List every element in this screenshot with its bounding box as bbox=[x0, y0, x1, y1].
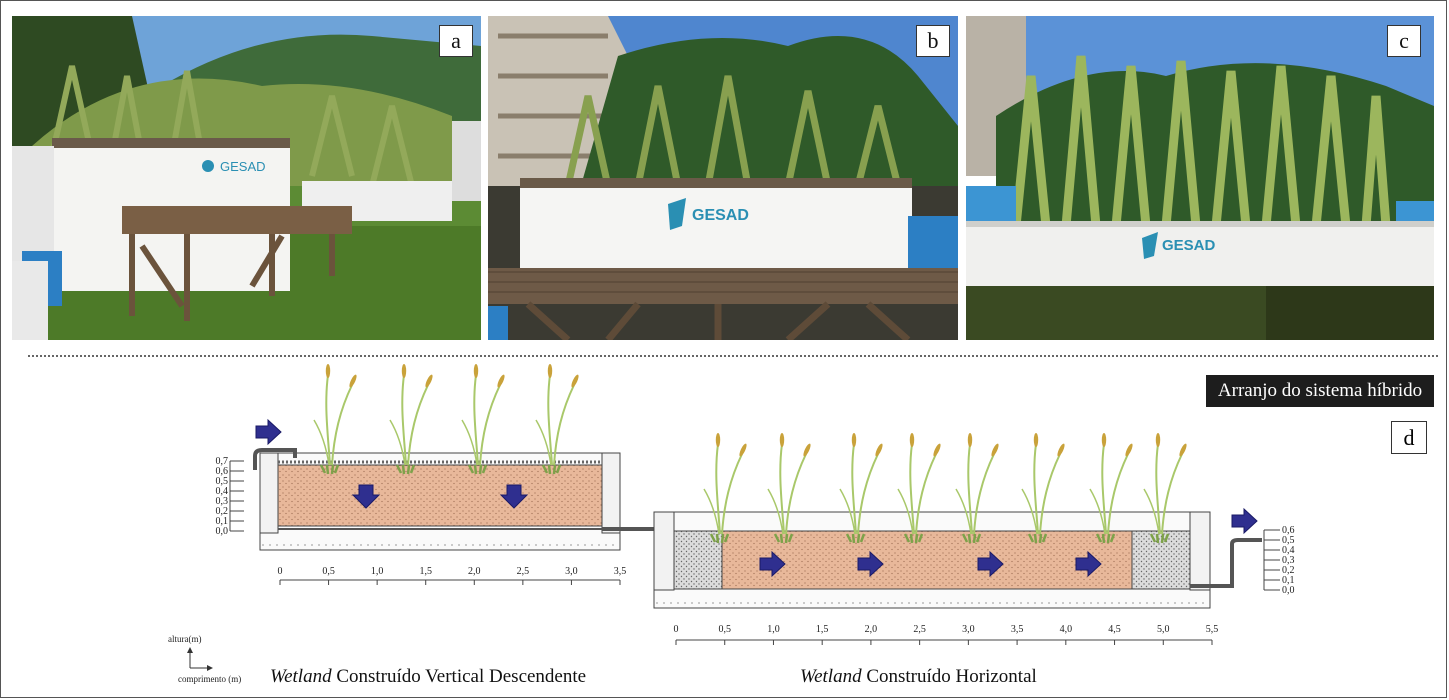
caption-vertical-rest: Construído Vertical Descendente bbox=[331, 666, 587, 687]
length-tick-label: 0,5 bbox=[718, 624, 731, 635]
length-tick-label: 0 bbox=[674, 624, 679, 635]
height-tick-label: 0,3 bbox=[216, 496, 229, 507]
axes-x-label: comprimento (m) bbox=[178, 674, 242, 684]
horizontal-wetland bbox=[653, 431, 1262, 609]
caption-vertical-italic: Wetland bbox=[270, 666, 332, 687]
logo-text-c: GESAD bbox=[1162, 237, 1216, 254]
length-tick-label: 0,5 bbox=[322, 566, 335, 577]
length-tick-label: 1,0 bbox=[767, 624, 780, 635]
vertical-length-scale: 0 0,5 1,0 1,5 2,0 2,5 3,0 3,5 bbox=[278, 566, 627, 585]
height-tick-label: 0,1 bbox=[216, 516, 229, 527]
height-tick-label: 0,6 bbox=[1282, 525, 1295, 536]
height-tick-label: 0,5 bbox=[216, 476, 229, 487]
horizontal-height-scale: 0,60,50,40,30,20,10,0 bbox=[1263, 525, 1295, 596]
height-tick-label: 0,4 bbox=[1282, 545, 1295, 556]
vertical-height-scale: 0,70,60,50,40,30,20,10,0 bbox=[216, 456, 244, 537]
arrangement-label: Arranjo do sistema híbrido bbox=[1206, 375, 1434, 407]
length-tick-label: 1,0 bbox=[371, 566, 384, 577]
height-tick-label: 0,4 bbox=[216, 486, 229, 497]
length-tick-label: 1,5 bbox=[816, 624, 829, 635]
length-tick-label: 3,5 bbox=[614, 566, 627, 577]
caption-horizontal-rest: Construído Horizontal bbox=[861, 666, 1037, 687]
height-tick-label: 0,0 bbox=[216, 526, 229, 537]
panel-letter-b: b bbox=[916, 25, 950, 57]
height-tick-label: 0,1 bbox=[1282, 575, 1295, 586]
vertical-wetland bbox=[253, 362, 662, 551]
length-tick-label: 2,5 bbox=[517, 566, 530, 577]
horizontal-length-scale: 0 0,5 1,0 1,5 2,0 2,5 3,0 3,5 4,0 4,5 5,0 5,5 bbox=[674, 624, 1219, 645]
height-tick-label: 0,2 bbox=[1282, 565, 1295, 576]
length-tick-label: 4,5 bbox=[1108, 624, 1121, 635]
caption-vertical: Wetland Construído Vertical Descendente bbox=[270, 666, 586, 688]
height-tick-label: 0,3 bbox=[1282, 555, 1295, 566]
length-tick-label: 3,0 bbox=[962, 624, 975, 635]
length-tick-label: 2,0 bbox=[468, 566, 481, 577]
photo-a: GESAD a bbox=[12, 16, 481, 340]
length-tick-label: 5,5 bbox=[1206, 624, 1219, 635]
logo-text-a: GESAD bbox=[220, 159, 266, 174]
height-tick-label: 0,2 bbox=[216, 506, 229, 517]
length-tick-label: 0 bbox=[278, 566, 283, 577]
horizontal-outflow-arrow bbox=[1231, 508, 1258, 534]
length-tick-label: 2,5 bbox=[913, 624, 926, 635]
caption-horizontal: Wetland Construído Horizontal bbox=[800, 666, 1037, 688]
panel-letter-c: c bbox=[1387, 25, 1421, 57]
vertical-inflow-arrow bbox=[255, 419, 282, 445]
length-tick-label: 4,0 bbox=[1060, 624, 1073, 635]
photo-c: GESAD c bbox=[966, 16, 1434, 340]
photo-b: GESAD b bbox=[488, 16, 958, 340]
caption-horizontal-italic: Wetland bbox=[800, 666, 862, 687]
length-tick-label: 3,5 bbox=[1011, 624, 1024, 635]
panel-letter-d: d bbox=[1391, 421, 1427, 454]
height-tick-label: 0,5 bbox=[1282, 535, 1295, 546]
height-tick-label: 0,7 bbox=[216, 456, 229, 467]
logo-text-b: GESAD bbox=[692, 207, 749, 224]
length-tick-label: 2,0 bbox=[865, 624, 878, 635]
height-tick-label: 0,0 bbox=[1282, 585, 1295, 596]
length-tick-label: 5,0 bbox=[1157, 624, 1170, 635]
length-tick-label: 3,0 bbox=[565, 566, 578, 577]
axes-y-label: altura(m) bbox=[168, 634, 202, 644]
dotted-separator bbox=[28, 355, 1438, 357]
height-tick-label: 0,6 bbox=[216, 466, 229, 477]
length-tick-label: 1,5 bbox=[419, 566, 432, 577]
axes-legend-icon bbox=[187, 647, 213, 671]
panel-letter-a: a bbox=[439, 25, 473, 57]
